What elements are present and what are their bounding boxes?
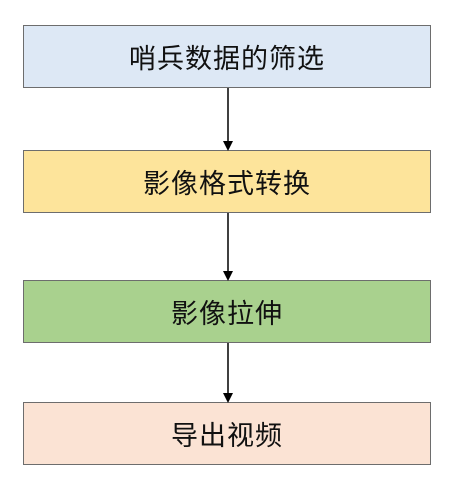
step-3-box: 影像拉伸 — [23, 280, 431, 343]
step-4-label: 导出视频 — [171, 421, 283, 452]
step-2-box: 影像格式转换 — [23, 150, 431, 213]
step-2-label: 影像格式转换 — [143, 169, 311, 200]
step-1-label: 哨兵数据的筛选 — [129, 44, 325, 75]
step-3-label: 影像拉伸 — [171, 299, 283, 330]
step-1-box: 哨兵数据的筛选 — [23, 25, 431, 88]
step-4-box: 导出视频 — [23, 402, 431, 465]
